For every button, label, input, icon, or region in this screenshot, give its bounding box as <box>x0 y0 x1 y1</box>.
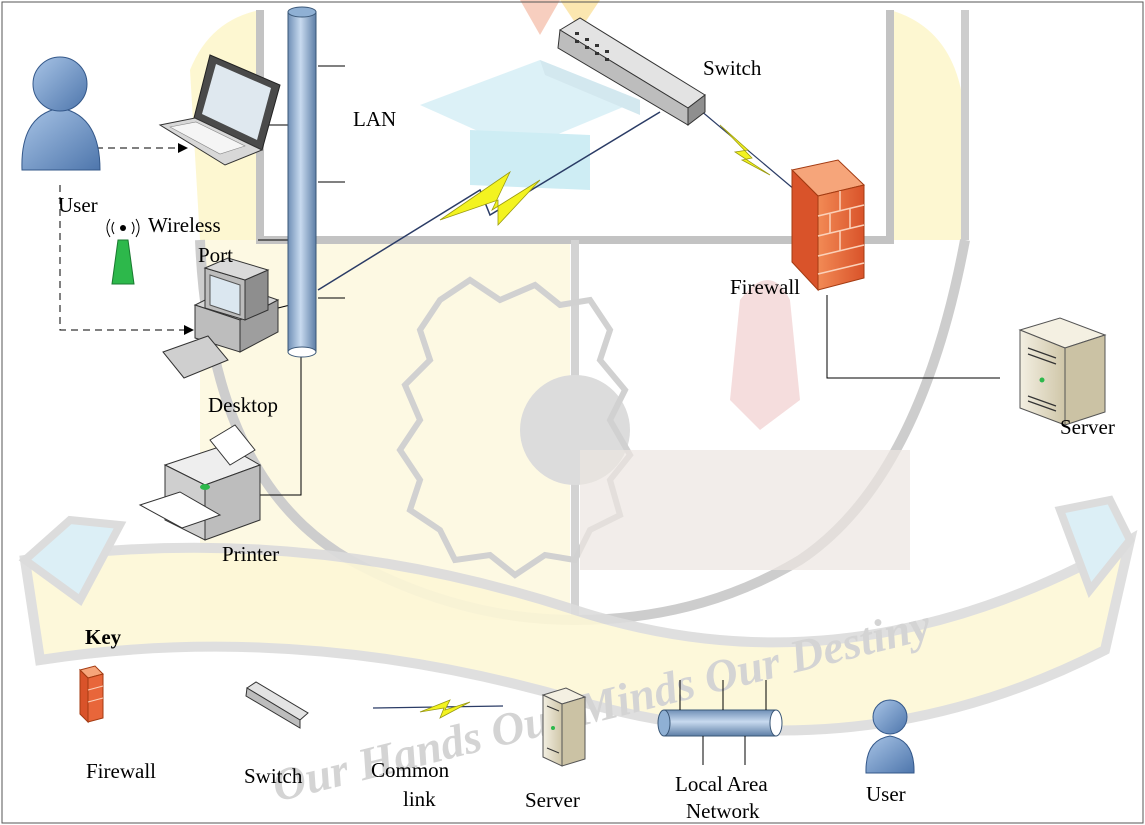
link-switch-firewall <box>699 109 796 191</box>
firewall-label: Firewall <box>730 275 800 299</box>
key-switch-icon <box>245 681 309 729</box>
desktop-label: Desktop <box>208 393 278 417</box>
user-label: User <box>58 193 98 217</box>
key-server-label: Server <box>525 788 580 812</box>
arrowhead-desktop <box>184 325 194 335</box>
key-switch-label: Switch <box>244 764 303 788</box>
wireless-port-icon <box>106 218 140 285</box>
printer-label: Printer <box>222 542 279 566</box>
wan-link-lan-switch <box>317 111 661 291</box>
key-lan-icon <box>657 680 783 765</box>
firewall-icon <box>790 159 866 292</box>
server-icon <box>1018 317 1107 426</box>
watermark-crest: Our Hands Our Minds Our Destiny <box>18 0 1138 811</box>
key-legend: Key <box>79 625 915 823</box>
port-label: Port <box>198 243 233 267</box>
key-firewall-label: Firewall <box>86 759 156 783</box>
lan-label: LAN <box>353 107 396 131</box>
key-lan-label-1: Local Area <box>675 772 768 796</box>
key-common-link-icon <box>372 699 504 719</box>
user-icon <box>21 56 101 171</box>
arrowhead-laptop <box>178 143 188 153</box>
key-firewall-icon <box>79 665 104 724</box>
key-title: Key <box>85 625 122 649</box>
key-link-label-2: link <box>403 787 436 811</box>
key-user-icon <box>865 699 915 774</box>
server-label: Server <box>1060 415 1115 439</box>
wireless-label: Wireless <box>148 213 221 237</box>
key-user-label: User <box>866 782 906 806</box>
laptop-icon <box>158 54 281 166</box>
switch-label: Switch <box>703 56 762 80</box>
printer-icon <box>138 424 262 541</box>
key-link-label-1: Common <box>371 758 450 782</box>
desktop-icon <box>162 257 280 379</box>
key-lan-label-2: Network <box>686 799 760 823</box>
lan-pipe <box>287 6 317 358</box>
switch-icon <box>557 17 706 127</box>
key-server-icon <box>541 687 587 767</box>
